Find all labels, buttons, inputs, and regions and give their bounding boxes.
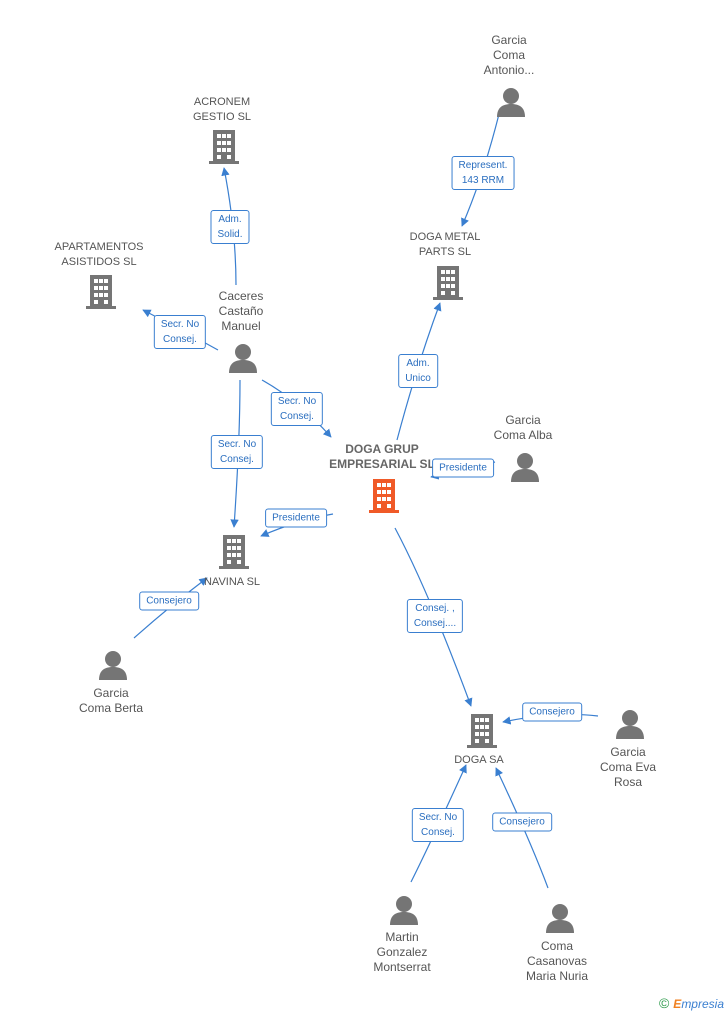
node-label-line: Martin — [385, 930, 419, 944]
edge-label-line: Presidente — [272, 512, 320, 524]
node-label-line: ACRONEM — [193, 96, 251, 108]
edge-label-caceres-to-apartamentos[interactable]: Secr. No Consej. — [153, 315, 207, 349]
node-label-line: Coma Eva — [599, 760, 657, 774]
edge-label-doga-grup-to-doga-metal[interactable]: Adm. Unico — [398, 354, 438, 388]
brand-initial: E — [673, 997, 682, 1011]
person-icon-caceres[interactable] — [229, 344, 257, 373]
edge-label-line: Represent. — [458, 160, 508, 171]
edge-label-line: Adm. — [406, 358, 430, 369]
edge-label-line: Consej. — [163, 334, 197, 345]
node-label-line: Coma Alba — [493, 428, 553, 442]
node-label-line: Casanovas — [526, 954, 588, 968]
edge-label-line: Secr. No — [277, 396, 317, 407]
edge-label-line: Consej. — [421, 827, 455, 838]
node-label-line: Coma — [492, 48, 526, 62]
edge-label-martin-to-doga-sa[interactable]: Secr. No Consej. — [411, 808, 465, 842]
building-icon-navina[interactable] — [219, 535, 249, 569]
person-icon-martin[interactable] — [390, 896, 418, 925]
node-label-line: Maria Nuria — [525, 969, 589, 983]
node-label-line: Caceres — [218, 289, 264, 303]
edge-label-line: 143 RRM — [461, 175, 505, 186]
building-icon-doga-grup[interactable] — [369, 479, 399, 513]
building-icon-acronem[interactable] — [209, 130, 239, 164]
edges-layer — [133, 109, 599, 889]
edge-label-garcia-berta-to-navina[interactable]: Consejero — [139, 591, 199, 611]
node-label-line: Garcia — [505, 413, 541, 427]
node-label-line: Garcia — [610, 745, 646, 759]
node-label-line: GESTIO SL — [192, 111, 252, 123]
edge-label-garcia-antonio-to-doga-metal[interactable]: Represent. 143 RRM — [451, 156, 515, 190]
node-label-line: Antonio... — [483, 63, 535, 77]
edge-label-doga-grup-to-navina[interactable]: Presidente — [265, 508, 327, 528]
edge-label-line: Secr. No — [160, 319, 200, 330]
footer-brand[interactable]: ©Empresia — [659, 995, 724, 1011]
edge-label-line: Consej. , — [415, 603, 455, 614]
edge-label-line: Consejero — [499, 816, 545, 828]
edge-label-line: Presidente — [439, 462, 487, 474]
node-label-line: DOGA SA — [454, 754, 504, 766]
node-label-line: DOGA GRUP — [345, 442, 419, 456]
node-label-line: Montserrat — [373, 960, 431, 974]
building-icon-doga-metal[interactable] — [433, 266, 463, 300]
edge-label-coma-nuria-to-doga-sa[interactable]: Consejero — [492, 812, 552, 832]
edge-label-garcia-alba-to-doga-grup[interactable]: Presidente — [432, 458, 494, 478]
node-label-navina[interactable]: NAVINA SL — [204, 575, 260, 590]
edge-label-caceres-to-navina[interactable]: Secr. No Consej. — [210, 435, 264, 469]
edge-label-garcia-eva-to-doga-sa[interactable]: Consejero — [522, 702, 582, 722]
edge-label-line: Secr. No — [418, 812, 458, 823]
icons-layer — [86, 88, 644, 933]
node-label-line: Gonzalez — [376, 945, 428, 959]
edge-label-line: Solid. — [217, 229, 243, 240]
edge-label-line: Consej.... — [413, 618, 457, 629]
edge-label-line: Unico — [405, 373, 431, 384]
edge-label-line: Consejero — [529, 706, 575, 718]
person-icon-garcia-alba[interactable] — [511, 453, 539, 482]
node-label-apartamentos[interactable]: APARTAMENTOS ASISTIDOS SL — [54, 240, 143, 270]
edge-label-caceres-to-doga-grup[interactable]: Secr. No Consej. — [270, 392, 324, 426]
node-label-line: Coma — [540, 939, 574, 953]
copyright-icon: © — [658, 995, 670, 1011]
node-label-doga-sa[interactable]: DOGA SA — [454, 753, 504, 768]
node-label-line: Coma Berta — [78, 701, 144, 715]
person-icon-garcia-berta[interactable] — [99, 651, 127, 680]
edge-label-line: Secr. No — [217, 439, 257, 450]
node-label-line: PARTS SL — [418, 246, 472, 258]
edge-label-caceres-to-acronem[interactable]: Adm. Solid. — [210, 210, 250, 244]
brand-name: mpresia — [681, 997, 724, 1011]
edge-label-line: Consejero — [146, 595, 192, 607]
person-icon-garcia-antonio[interactable] — [497, 88, 525, 117]
building-icon-apartamentos[interactable] — [86, 275, 116, 309]
edge-label-line: Adm. — [218, 214, 242, 225]
person-icon-garcia-eva[interactable] — [616, 710, 644, 739]
building-icon-doga-sa[interactable] — [467, 714, 497, 748]
node-label-line: NAVINA SL — [203, 576, 261, 588]
node-label-line: EMPRESARIAL SL — [329, 457, 435, 471]
node-label-doga-metal[interactable]: DOGA METAL PARTS SL — [410, 230, 481, 260]
edge-label-line: Consej. — [220, 454, 254, 465]
node-label-line: APARTAMENTOS — [54, 241, 144, 253]
node-label-acronem[interactable]: ACRONEM GESTIO SL — [193, 95, 251, 125]
edge-label-line: Consej. — [280, 411, 314, 422]
node-label-line: Manuel — [221, 319, 261, 333]
edge-label-doga-grup-to-doga-sa[interactable]: Consej. , Consej.... — [406, 599, 464, 633]
node-label-line: DOGA METAL — [409, 231, 481, 243]
node-label-line: Garcia — [491, 33, 527, 47]
node-label-line: Castaño — [218, 304, 264, 318]
node-label-line: Rosa — [613, 775, 642, 789]
person-icon-coma-nuria[interactable] — [546, 904, 574, 933]
node-label-line: ASISTIDOS SL — [61, 256, 137, 268]
node-label-line: Garcia — [93, 686, 129, 700]
edge-coma-nuria-to-doga-sa — [495, 767, 549, 889]
